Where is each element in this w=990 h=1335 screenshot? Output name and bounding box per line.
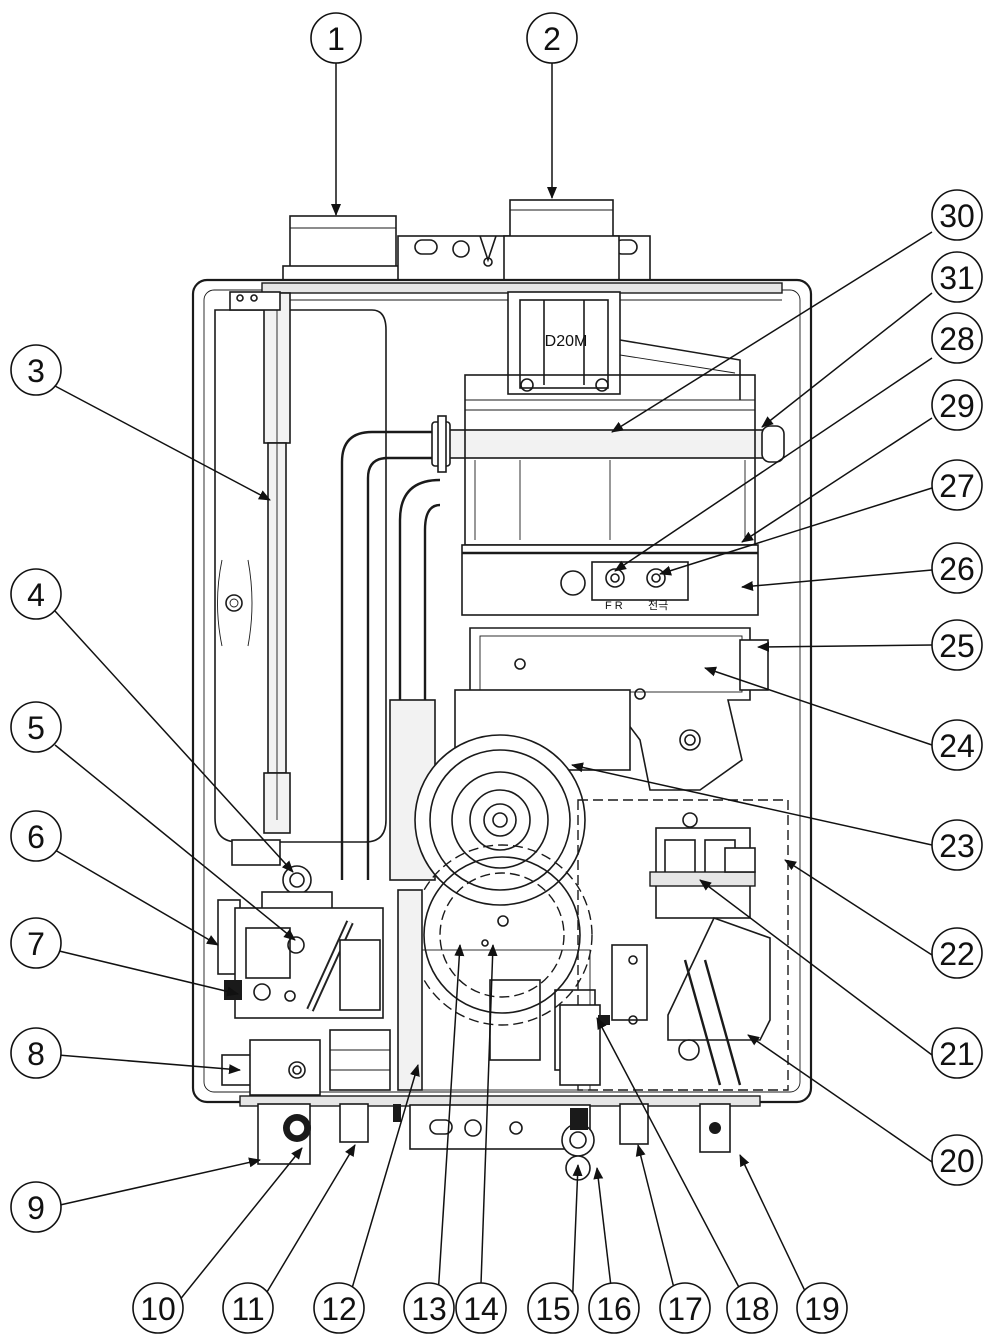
callout-27-label: 27	[939, 468, 975, 504]
callout-27: 27	[931, 459, 983, 511]
callout-31-label: 31	[939, 260, 975, 296]
callout-14-label: 14	[463, 1291, 499, 1327]
callout-23: 23	[931, 819, 983, 871]
callout-15: 15	[527, 1282, 579, 1334]
callout-21: 21	[931, 1027, 983, 1079]
callout-12: 12	[313, 1282, 365, 1334]
sensor-label-fr: F R	[605, 600, 623, 612]
callout-5-label: 5	[27, 710, 45, 746]
callout-28: 28	[931, 312, 983, 364]
burner-plate: F R 전극	[461, 544, 759, 616]
callout-8-label: 8	[27, 1036, 45, 1072]
callout-26-label: 26	[939, 551, 975, 587]
callout-24: 24	[931, 719, 983, 771]
expansion-vessel	[214, 309, 387, 843]
water-block	[221, 1029, 391, 1096]
callout-4: 4	[10, 568, 62, 620]
heat-exchanger-pipe	[431, 415, 785, 473]
control-box	[577, 799, 789, 1091]
callout-31: 31	[931, 251, 983, 303]
callout-10: 10	[132, 1282, 184, 1334]
relay-block	[649, 812, 756, 919]
callout-25: 25	[931, 619, 983, 671]
callout-12-label: 12	[321, 1291, 357, 1327]
burner-ring	[411, 844, 593, 1026]
callout-26: 26	[931, 542, 983, 594]
callout-2: 2	[526, 12, 578, 64]
callout-11: 11	[222, 1282, 274, 1334]
sensor-label-electrode: 전극	[648, 599, 668, 612]
fan-hood: D20M	[507, 291, 621, 395]
callout-6-label: 6	[27, 819, 45, 855]
callout-19: 19	[796, 1282, 848, 1334]
callout-23-label: 23	[939, 828, 975, 864]
boiler-unit-drawing: D20M F R 전극	[191, 199, 813, 1181]
callout-10-label: 10	[140, 1291, 176, 1327]
callout-7-label: 7	[27, 926, 45, 962]
callout-15-label: 15	[535, 1291, 571, 1327]
gas-valve-assembly	[217, 839, 384, 1019]
callout-29: 29	[931, 379, 983, 431]
callout-29-label: 29	[939, 388, 975, 424]
callout-7: 7	[10, 917, 62, 969]
callout-3: 3	[10, 344, 62, 396]
callout-28-label: 28	[939, 321, 975, 357]
callout-3-label: 3	[27, 353, 45, 389]
callout-11-label: 11	[231, 1291, 264, 1327]
callout-13-label: 13	[411, 1291, 447, 1327]
callout-16-label: 16	[596, 1291, 632, 1327]
callout-17-label: 17	[667, 1291, 703, 1327]
callout-6: 6	[10, 810, 62, 862]
callout-2-label: 2	[543, 21, 561, 57]
callout-20-label: 20	[939, 1143, 975, 1179]
callout-21-label: 21	[939, 1036, 975, 1072]
callout-13: 13	[403, 1282, 455, 1334]
callout-8: 8	[10, 1027, 62, 1079]
callout-1: 1	[310, 12, 362, 64]
callout-30: 30	[931, 189, 983, 241]
model-label: D20M	[545, 333, 588, 350]
fan-assembly	[414, 689, 631, 906]
callout-18: 18	[726, 1282, 778, 1334]
callout-18-label: 18	[734, 1291, 770, 1327]
callout-14: 14	[455, 1282, 507, 1334]
bottom-connections	[257, 1103, 731, 1181]
callout-22: 22	[931, 927, 983, 979]
callout-9-label: 9	[27, 1190, 45, 1226]
callout-1-label: 1	[327, 21, 345, 57]
callout-20: 20	[931, 1134, 983, 1186]
callout-25-label: 25	[939, 628, 975, 664]
callout-4-label: 4	[27, 577, 45, 613]
pcb-board	[667, 917, 771, 1086]
callout-17: 17	[659, 1282, 711, 1334]
callout-19-label: 19	[804, 1291, 840, 1327]
flue-collar-right	[503, 199, 620, 283]
callout-9: 9	[10, 1181, 62, 1233]
callout-16: 16	[588, 1282, 640, 1334]
callout-5: 5	[10, 701, 62, 753]
callout-22-label: 22	[939, 936, 975, 972]
flue-collar-left	[282, 215, 404, 281]
pump	[559, 944, 648, 1086]
callout-30-label: 30	[939, 198, 975, 234]
callout-24-label: 24	[939, 728, 975, 764]
callout-numbers: 1 2 3 4 5 6 7 8 9 10 11 12 13 14 15 16 1…	[10, 12, 983, 1334]
callout-leaders	[54, 62, 933, 1313]
